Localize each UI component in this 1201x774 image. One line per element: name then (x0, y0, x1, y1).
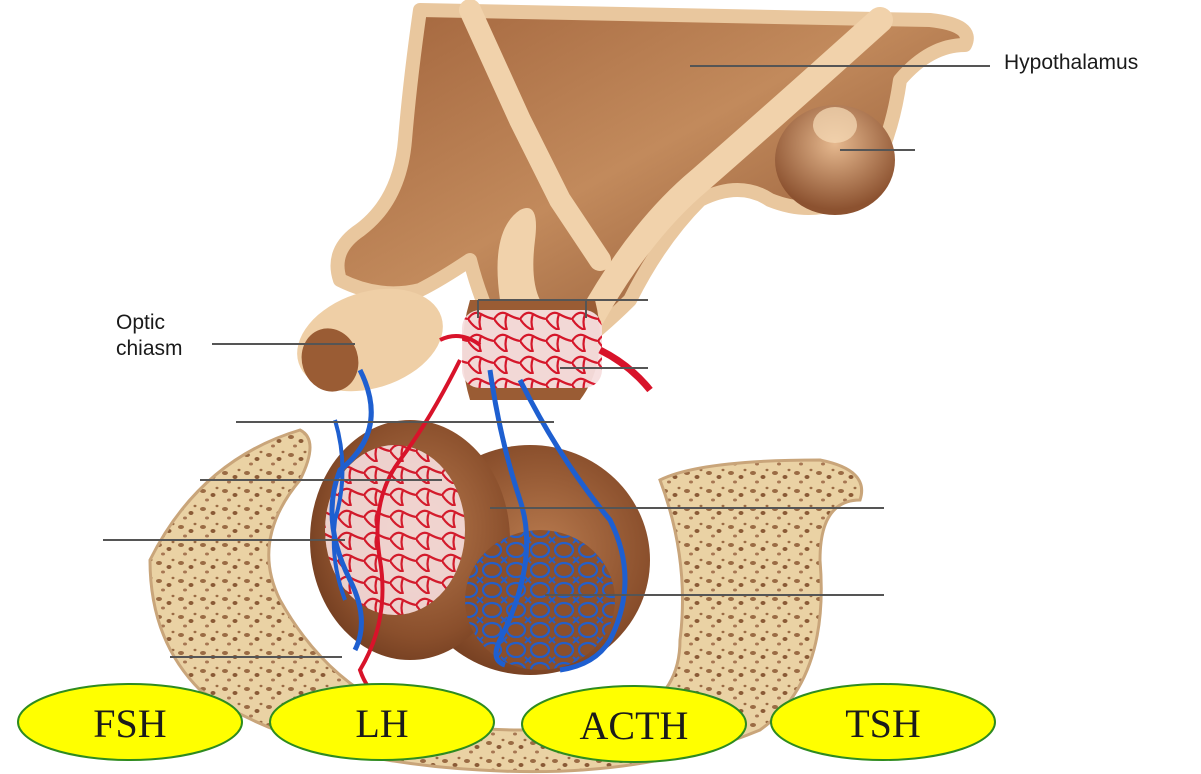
hormone-label-text: FSH (93, 701, 166, 746)
infundibulum (462, 300, 602, 400)
hormone-label-tsh[interactable]: TSH (771, 684, 995, 760)
hormone-label-text: LH (355, 701, 408, 746)
optic-chiasm-label-line2: chiasm (116, 336, 183, 362)
hormone-label-text: TSH (845, 701, 921, 746)
optic-chiasm-label-line1: Optic (116, 310, 183, 336)
hormone-label-text: ACTH (580, 703, 689, 748)
optic-chiasm-label: Optic chiasm (116, 310, 183, 362)
hypothalamus-label: Hypothalamus (1004, 50, 1138, 76)
hormone-label-lh[interactable]: LH (270, 684, 494, 760)
hormone-label-acth[interactable]: ACTH (522, 686, 746, 762)
hormone-label-fsh[interactable]: FSH (18, 684, 242, 760)
